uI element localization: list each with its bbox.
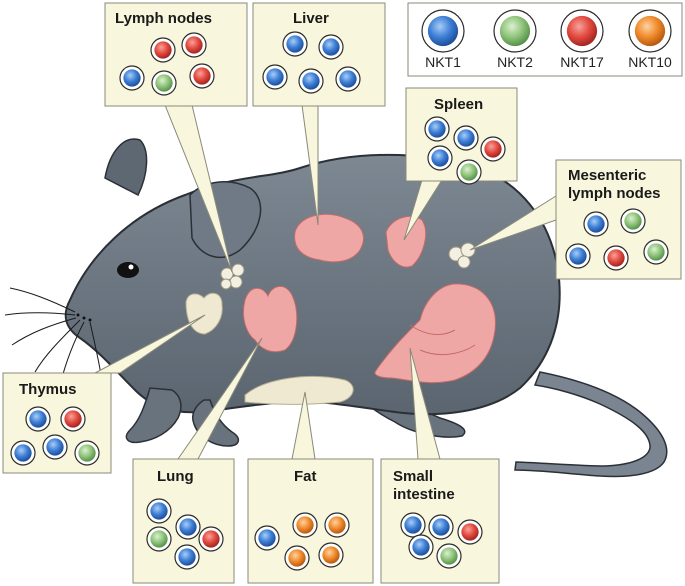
box-fat-cell-nkt10 bbox=[292, 512, 318, 538]
mouse-eye-highlight bbox=[128, 264, 134, 270]
legend-label-nkt2: NKT2 bbox=[497, 54, 533, 70]
box-lymph-nodes-cell-nkt2 bbox=[151, 70, 177, 96]
legend-label-nkt10: NKT10 bbox=[628, 54, 672, 70]
box-lymph-nodes: Lymph nodes bbox=[104, 2, 248, 107]
box-liver: Liver bbox=[252, 2, 386, 107]
mesenteric-node-organ bbox=[448, 242, 476, 269]
mouse-ear-back bbox=[104, 138, 148, 197]
box-small-intestine-title: intestine bbox=[393, 486, 455, 503]
box-liver-cell-nkt1 bbox=[298, 68, 324, 94]
mouse-whisker-dot bbox=[82, 316, 86, 320]
box-thymus-cell-nkt17 bbox=[60, 406, 86, 432]
mouse-tail bbox=[514, 371, 668, 478]
box-liver-cell-nkt1 bbox=[262, 64, 288, 90]
box-lymph-nodes-cell-nkt17 bbox=[150, 37, 176, 63]
box-small-intestine-cell-nkt1 bbox=[408, 534, 434, 560]
box-fat: Fat bbox=[247, 458, 374, 584]
box-lung-title: Lung bbox=[157, 468, 194, 485]
box-thymus-cell-nkt1 bbox=[42, 434, 68, 460]
box-thymus-cell-nkt1 bbox=[25, 406, 51, 432]
box-lung-cell-nkt1 bbox=[174, 544, 200, 570]
box-lymph-nodes-cell-nkt17 bbox=[189, 63, 215, 89]
box-thymus-cell-nkt2 bbox=[74, 440, 100, 466]
box-small-intestine-cell-nkt17 bbox=[457, 519, 483, 545]
legend-cell-nkt17 bbox=[560, 9, 604, 53]
box-mesenteric-cell-nkt1 bbox=[583, 211, 609, 237]
spleen-organ bbox=[385, 216, 427, 268]
box-mesenteric-title: lymph nodes bbox=[568, 185, 661, 202]
box-mesenteric-title: Mesenteric bbox=[568, 167, 646, 184]
box-spleen-title: Spleen bbox=[434, 96, 483, 113]
box-fat-title: Fat bbox=[294, 468, 317, 485]
box-lung-cell-nkt1 bbox=[146, 498, 172, 524]
box-lung: Lung bbox=[132, 458, 235, 584]
mouse-front-leg bbox=[125, 387, 182, 444]
box-liver-title: Liver bbox=[293, 10, 329, 27]
box-mesenteric-cell-nkt17 bbox=[603, 245, 629, 271]
box-small-intestine-title: Small bbox=[393, 468, 433, 485]
legend: NKT1 NKT2 NKT17 NKT10 bbox=[407, 2, 683, 77]
box-lung-cell-nkt1 bbox=[175, 514, 201, 540]
box-spleen-cell-nkt17 bbox=[480, 136, 506, 162]
mouse-whisker-dot bbox=[76, 313, 80, 317]
box-fat-cell-nkt1 bbox=[254, 525, 280, 551]
box-liver-cell-nkt1 bbox=[335, 66, 361, 92]
box-liver-cell-nkt1 bbox=[282, 31, 308, 57]
legend-cell-nkt2 bbox=[493, 9, 537, 53]
lymph-node-organ bbox=[220, 263, 245, 290]
box-small-intestine-cell-nkt1 bbox=[428, 514, 454, 540]
mouse-body bbox=[64, 153, 561, 416]
fat-organ bbox=[244, 376, 354, 405]
mouse-whisker-dot bbox=[88, 318, 92, 322]
thymus-organ bbox=[185, 292, 223, 335]
box-thymus-cell-nkt1 bbox=[10, 440, 36, 466]
box-small-intestine-cell-nkt1 bbox=[400, 512, 426, 538]
box-small-intestine-cell-nkt2 bbox=[436, 543, 462, 569]
box-mesenteric-cell-nkt2 bbox=[643, 239, 669, 265]
box-lymph-nodes-cell-nkt17 bbox=[181, 32, 207, 58]
box-fat-cell-nkt10 bbox=[324, 512, 350, 538]
box-lung-cell-nkt2 bbox=[146, 526, 172, 552]
box-spleen-cell-nkt1 bbox=[427, 145, 453, 171]
box-mesenteric-cell-nkt1 bbox=[565, 243, 591, 269]
box-liver-cell-nkt1 bbox=[318, 34, 344, 60]
box-thymus-title: Thymus bbox=[19, 381, 77, 398]
box-spleen-cell-nkt1 bbox=[453, 125, 479, 151]
legend-cell-nkt10 bbox=[628, 9, 672, 53]
mouse-eye bbox=[117, 262, 139, 278]
box-fat-cell-nkt10 bbox=[318, 542, 344, 568]
legend-label-nkt1: NKT1 bbox=[425, 54, 461, 70]
lung-organ bbox=[242, 286, 298, 353]
small-intestine-organ bbox=[374, 283, 496, 384]
box-spleen: Spleen bbox=[405, 87, 518, 185]
callout-pointers bbox=[94, 104, 557, 460]
liver-organ bbox=[294, 213, 364, 263]
legend-label-nkt17: NKT17 bbox=[560, 54, 604, 70]
box-spleen-cell-nkt1 bbox=[424, 116, 450, 142]
legend-cell-nkt1 bbox=[421, 9, 465, 53]
box-fat-cell-nkt10 bbox=[284, 545, 310, 571]
box-spleen-cell-nkt2 bbox=[456, 159, 482, 185]
intestine-fold bbox=[409, 324, 476, 356]
box-thymus: Thymus bbox=[2, 372, 112, 474]
box-lung-cell-nkt17 bbox=[198, 526, 224, 552]
box-lymph-nodes-cell-nkt1 bbox=[119, 65, 145, 91]
box-lymph-nodes-title: Lymph nodes bbox=[115, 10, 212, 27]
box-mesenteric-cell-nkt2 bbox=[620, 208, 646, 234]
